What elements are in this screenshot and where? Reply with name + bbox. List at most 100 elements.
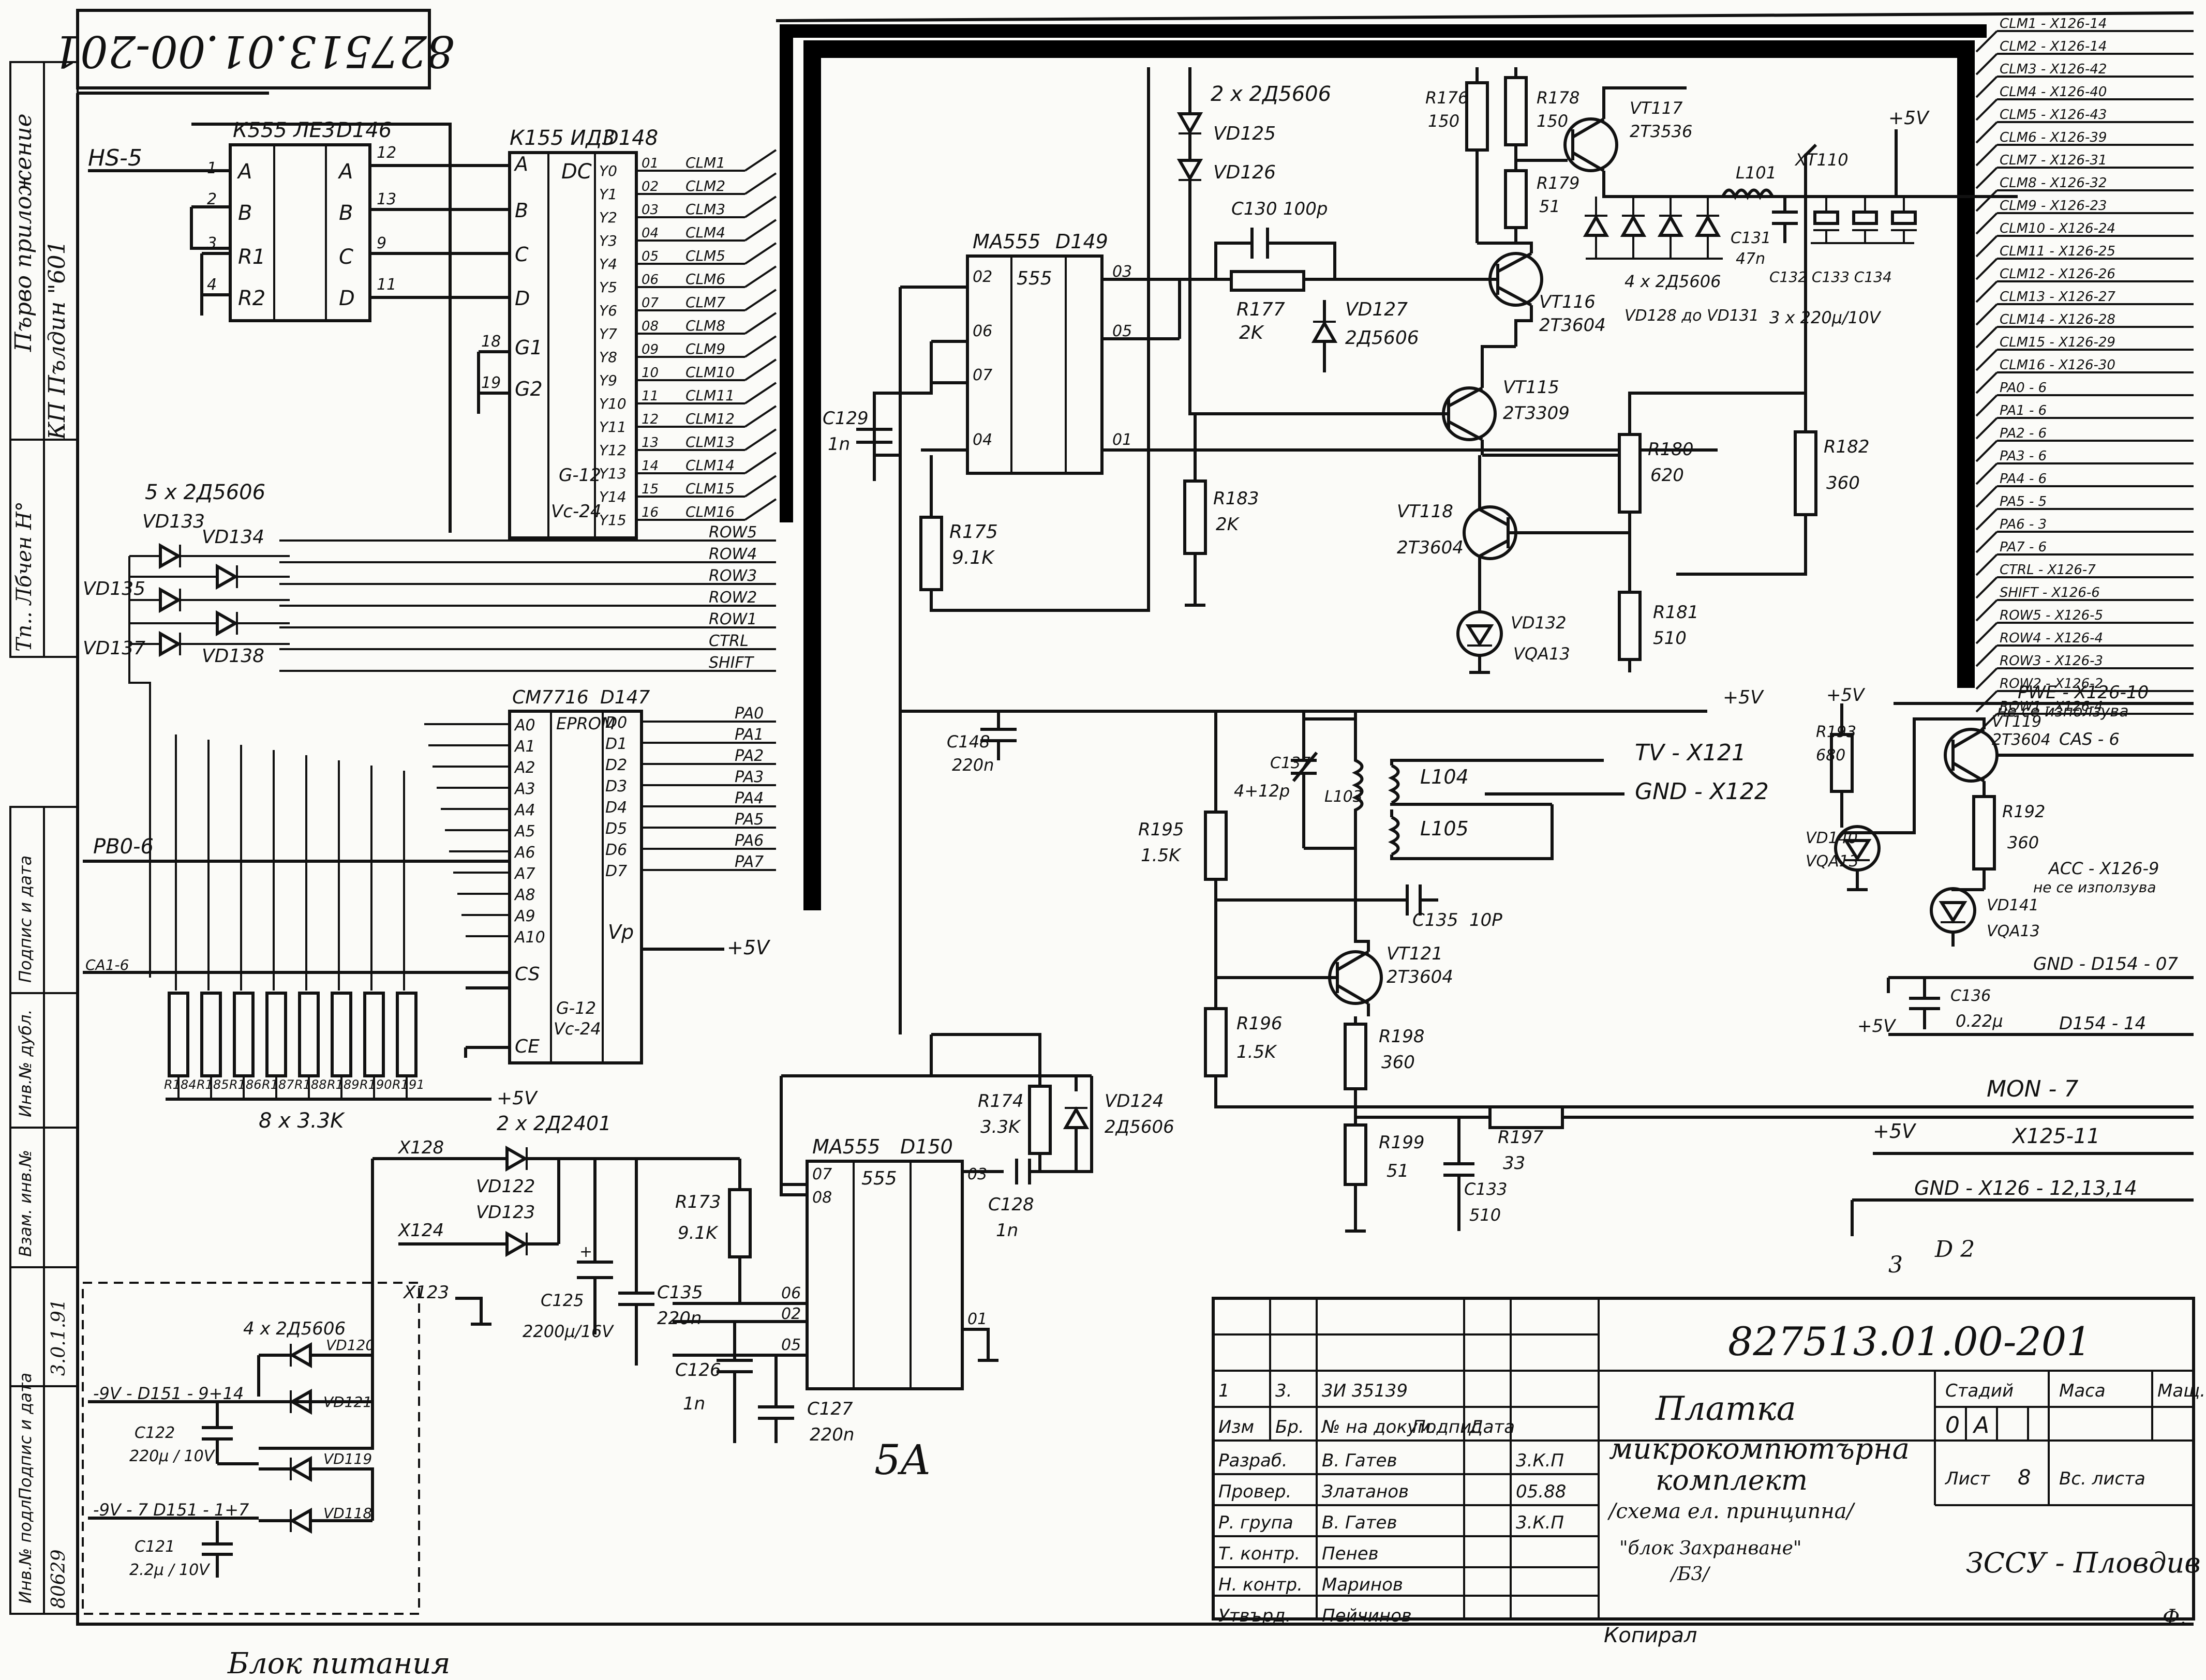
r192-ref: R192 — [2002, 802, 2045, 821]
x126-label-22: PA6 - 3 — [2000, 517, 2047, 532]
pa-label-4: PA4 — [735, 789, 764, 807]
x126-label-17: PA1 - 6 — [2000, 403, 2047, 418]
name-2: В. Гатев — [1322, 1512, 1397, 1533]
clm-label-14: CLM15 — [685, 480, 735, 497]
sheet-value: 8 — [2018, 1466, 2031, 1490]
d148-out-3: Y3 — [599, 232, 617, 249]
d147-data-6: D6 — [605, 841, 627, 859]
row-label-0: ROW5 — [709, 523, 757, 542]
d148-pin-label-2: 03 — [642, 202, 659, 218]
r182-ref: R182 — [1824, 437, 1870, 457]
left-diode-3 — [216, 610, 239, 637]
x126-label-1: CLM2 - X126-14 — [2000, 39, 2107, 54]
c133b-value: 510 — [1469, 1205, 1501, 1225]
d148-pin-19: 19 — [481, 374, 501, 392]
d148-out-6: Y6 — [599, 302, 617, 319]
pwe-label: PWE - X126-10 — [2018, 682, 2149, 703]
d147-vp: Vp — [608, 921, 634, 943]
vt116-ref: VT116 — [1539, 292, 1596, 312]
d149-pin-04: 04 — [973, 431, 992, 449]
resistor-bank-value: 8 x 3.3K — [259, 1109, 345, 1133]
d147-cs: CS — [515, 964, 540, 985]
d148-g2: G2 — [515, 378, 543, 400]
stamp-inv-no: Инв.№ подл. — [16, 1494, 35, 1603]
role-3: Т. контр. — [1218, 1543, 1300, 1564]
mass-label: Маса — [2059, 1381, 2106, 1401]
plus5v-mid: +5V — [1723, 687, 1764, 708]
stamp-value-inv: 80629 — [48, 1549, 69, 1609]
vt121-value: 2Т3604 — [1387, 967, 1453, 987]
d149-pin-02: 02 — [973, 268, 992, 286]
x126-label-26: ROW5 - X126-5 — [2000, 608, 2103, 623]
d150-pin-06: 06 — [781, 1284, 801, 1302]
c121-ref: C121 — [135, 1538, 175, 1556]
r193-ref: R193 — [1816, 723, 1856, 741]
d148-pin-label-0: 01 — [642, 156, 659, 171]
d148-chip: К155 ИД3 D148 DC A B C D G1 G2 18 19 G-1… — [477, 126, 658, 539]
d148-out-7: Y7 — [599, 325, 617, 342]
cap-bank — [1811, 197, 1917, 244]
pb0-6-label: PB0-6 — [93, 835, 154, 859]
d146-out-b: B — [339, 201, 353, 225]
left-margin: Първо приложение КП Пълдин "601 Тп.. Лбч… — [9, 61, 79, 1615]
cap-bank-cap-2 — [1891, 211, 1917, 225]
left-diode-4 — [159, 631, 182, 657]
x126-label-6: CLM7 - X126-31 — [2000, 153, 2107, 168]
clm-label-9: CLM10 — [685, 364, 735, 381]
x126-tap-5 — [1975, 144, 1998, 167]
margin-ref-no: Тп.. Лбчен Н° — [12, 501, 36, 652]
r182: R182 360 — [1794, 393, 1870, 516]
d146-pin-3: 3 — [207, 234, 217, 252]
scale-label: Мащ. — [2157, 1381, 2205, 1401]
r179-ref: R179 — [1537, 173, 1579, 193]
x126-tap-0 — [1975, 30, 1998, 53]
margin-first-use: Първо приложение — [10, 113, 37, 352]
clm-label-3: CLM4 — [685, 224, 725, 241]
r174-vd124: R174 3.3K VD124 2Д5606 — [930, 1033, 1174, 1172]
d147-addr-10: A10 — [514, 928, 545, 947]
x126-label-4: CLM5 - X126-43 — [2000, 107, 2107, 123]
d148-out-15: Y15 — [599, 512, 627, 529]
clm-label-7: CLM8 — [685, 317, 725, 334]
clm-bus-tap-8 — [744, 335, 777, 358]
x126-tap-11 — [1975, 280, 1998, 303]
r199-value: 51 — [1387, 1161, 1409, 1181]
vt117: VT117 2Т3536 — [1563, 86, 2018, 198]
x126-tap-26 — [1975, 622, 1998, 644]
x126-tap-4 — [1975, 121, 1998, 144]
separator-bracket — [780, 24, 1987, 910]
stage-value-1: 0 — [1945, 1412, 1960, 1438]
bank-resistor-ref-2: R186 — [229, 1077, 261, 1092]
title-drawing-number: 827513.01.00-201 — [1728, 1318, 2092, 1364]
vt116-value: 2Т3604 — [1539, 315, 1606, 336]
r177-c130: C130 100p R177 2K VD127 2Д5606 — [1178, 199, 1480, 372]
x126-tap-2 — [1975, 76, 1998, 98]
r181: R181 510 — [1618, 574, 1699, 672]
r180-value: 620 — [1650, 465, 1684, 486]
c125-plus: + — [579, 1243, 592, 1261]
r199-ref: R199 — [1379, 1132, 1425, 1153]
d149-pin-07: 07 — [973, 366, 992, 384]
d148-title: К155 ИД3 — [510, 126, 615, 150]
title-line-2: микрокомпютърна — [1609, 1432, 1910, 1466]
r178-value: 150 — [1537, 111, 1568, 131]
d147-data-4: D4 — [605, 799, 627, 817]
c130-ref: C130 — [1231, 199, 1277, 219]
vd122-ref: VD122 — [476, 1176, 535, 1197]
x126-label-21: PA5 - 5 — [2000, 494, 2047, 509]
handwritten-bottom: Блок питания — [227, 1647, 450, 1680]
d148-in-c: C — [515, 243, 529, 266]
d148-out-0: Y0 — [599, 162, 617, 179]
d147-chip: СМ7716 D147 EPROM CS CE Vp G-12 Vc-24 +5… — [464, 687, 771, 1064]
d146-pin-1: 1 — [207, 159, 217, 177]
bridge-group: 4 x 2Д5606 — [243, 1318, 346, 1339]
r178-ref: R178 — [1537, 88, 1579, 108]
d146-out-d: D — [339, 287, 355, 310]
vt119-ref: VT119 — [1992, 713, 2041, 731]
x126-label-13: CLM14 - X126-28 — [2000, 312, 2115, 327]
d150-pin-07: 07 — [812, 1165, 832, 1183]
xt110-ref: XT110 — [1794, 150, 1849, 170]
